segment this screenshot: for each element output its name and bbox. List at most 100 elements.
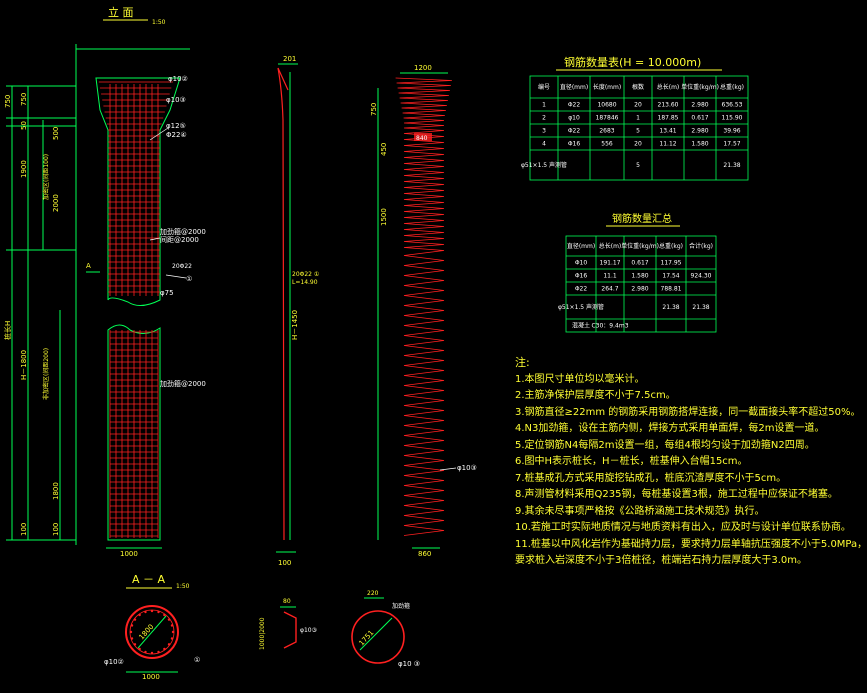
note-1: 1.本图尺寸单位均以毫米计。: [515, 373, 645, 385]
dim-100a: 100: [20, 523, 28, 536]
table-cell: 2.980: [691, 102, 708, 109]
spiral-view: 1200 750 450 1500 840 φ10③ 860: [370, 64, 477, 558]
table-cell: φ10: [568, 115, 580, 122]
callout-top-4: Φ22④: [166, 131, 187, 139]
note-3: 3.钢筋直径≥22mm 的钢筋采用钢筋搭焊连接，同一截面接头率不超过50%。: [515, 406, 861, 418]
note-9: 9.其余未尽事项严格按《公路桥涵施工技术规范》执行。: [515, 505, 765, 517]
ring-label: 加劲箍: [392, 602, 410, 610]
table-cell: 556: [601, 141, 613, 148]
dim-100b: 100: [52, 523, 60, 536]
ring-inner-dim: 1751: [358, 629, 376, 648]
callout-top-1: φ10②: [168, 75, 188, 83]
callout-top-3: φ12⑤: [166, 122, 186, 130]
table-cell: 单位重(kg/m): [621, 242, 659, 250]
table-cell: 20: [634, 102, 642, 109]
note-7: 7.桩基成孔方式采用旋挖钻成孔，桩底沉渣厚度不小于5cm。: [515, 472, 787, 484]
section-title: A － A: [132, 573, 166, 586]
elevation-scale: 1:50: [152, 19, 166, 26]
table-cell: 20: [634, 141, 642, 148]
table-cell: 合计(kg): [689, 242, 713, 250]
table-cell: 总重(kg): [659, 242, 683, 250]
table-cell: 长度(mm): [593, 83, 621, 91]
dim-750b: 750: [20, 93, 28, 106]
table-cell: C30：9.4m3: [591, 323, 628, 330]
rebar-table: 钢筋数量表(H = 10.000m) 编号 直径(mm) 长度(mm) 根数 总长(m)…: [521, 55, 749, 181]
table-cell: 117.95: [661, 260, 682, 267]
table-cell: 5: [636, 162, 640, 169]
table-cell: Φ10: [575, 260, 588, 267]
table-cell: 11.12: [659, 141, 676, 148]
annotation-75: φ75: [160, 289, 174, 297]
table-cell: 264.7: [601, 286, 618, 293]
table-cell: 总长(m): [599, 242, 622, 250]
table-cell: 10680: [597, 102, 616, 109]
bar1-bottom-dim: 100: [278, 559, 291, 567]
ring-top-dim: 220: [367, 590, 379, 597]
table-cell: 根数: [632, 83, 644, 91]
note-12: 要求桩入岩深度不小于3倍桩径，桩端岩石持力层厚度大于3.0m。: [515, 555, 808, 566]
spiral-d2: 450: [380, 143, 388, 156]
table-cell: 1: [542, 102, 546, 109]
table-cell: 21.38: [723, 162, 740, 169]
table-cell: Φ22: [575, 286, 588, 293]
section-callout-2: ①: [194, 656, 200, 664]
table-cell: 4: [542, 141, 546, 148]
small-top-dim: 80: [283, 598, 291, 605]
callout-lower: 加劲箍@2000: [160, 379, 206, 388]
callout-20d22: 20Φ22: [172, 263, 192, 270]
small-side-dim: 1000|2000: [259, 617, 266, 650]
marker-one: ①: [186, 275, 192, 283]
callout-mid-1: 加劲箍@2000: [160, 227, 206, 236]
summary-table: 钢筋数量汇总 直径(mm)总长(m)单位重(kg/m)总重(kg)合计(kg)Φ…: [558, 212, 717, 333]
table-cell: 总重(kg): [720, 83, 744, 91]
table-cell: 单位重(kg/m): [681, 83, 719, 91]
table-cell: 39.96: [723, 128, 740, 135]
dim-50: 50: [20, 121, 28, 130]
section-a-a: A － A 1:50 1800 1000 φ10② ① 80 φ10③ 1000…: [104, 573, 420, 681]
elevation-title: 立 面: [108, 5, 134, 19]
table-cell: 1.580: [631, 273, 648, 280]
table-cell: 924.30: [691, 273, 712, 280]
table-cell: 187846: [596, 115, 619, 122]
table-cell: 总长(m): [657, 83, 680, 91]
spiral-bottom-dim: 860: [418, 550, 431, 558]
note-5: 5.定位钢筋N4每隔2m设置一组，每组4根均匀设于加劲箍N2四周。: [515, 439, 815, 451]
rebar-cage-bottom: [109, 330, 159, 538]
cad-drawing: 立 面 1:50 750 750 50 1900 500 2000 H－1800…: [3, 5, 749, 681]
svg-text:桩长H: 桩长H: [3, 321, 12, 340]
table-main-title: 钢筋数量表(H = 10.000m): [564, 55, 701, 69]
left-dimension-chain: [6, 85, 76, 541]
dim-2000: 2000: [52, 194, 60, 212]
bar1-mid: H－1450: [291, 310, 299, 340]
table-cell: 213.60: [658, 102, 679, 109]
elevation-bottom-dim: 1000: [120, 550, 138, 558]
spiral-d1: 750: [370, 103, 378, 116]
table-cell: 187.85: [658, 115, 679, 122]
notes-panel: 注: 1.本图尺寸单位均以毫米计。 2.主筋净保护层厚度不小于7.5cm。 3.…: [515, 355, 867, 570]
section-width-dim: 1000: [142, 673, 160, 681]
table-cell: 0.617: [631, 260, 648, 267]
table-cell: 2: [542, 115, 546, 122]
section-callout-1: φ10②: [104, 658, 124, 666]
dim-500: 500: [52, 127, 60, 140]
callout-mid-2: 间距@2000: [160, 236, 199, 244]
table-cell: 编号: [538, 83, 550, 91]
small-label: φ10③: [300, 627, 317, 634]
table-cell: 直径(mm): [560, 83, 588, 91]
table-cell: 2.980: [691, 128, 708, 135]
dim-750: 750: [4, 95, 12, 108]
table-cell: 11.1: [603, 273, 617, 280]
table-cell: 17.57: [723, 141, 740, 148]
table-cell: Φ16: [575, 273, 588, 280]
table-summary-title: 钢筋数量汇总: [612, 212, 672, 225]
table-cell: Φ16: [568, 141, 581, 148]
bar1-callout2: L=14.90: [292, 279, 318, 286]
note-10: 10.若施工时实际地质情况与地质资料有出入，应及时与设计单位联系协商。: [515, 522, 851, 533]
bar-one-view: 201 H－1450 20Φ22 ① L=14.90 100: [276, 55, 319, 567]
bar1-callout: 20Φ22 ①: [292, 271, 319, 278]
table-cell: 17.54: [662, 273, 679, 280]
table-cell: 3: [542, 128, 546, 135]
text-sparse-zone: 非加密区(间距200): [42, 348, 50, 400]
note-4: 4.N3加劲箍，设在主筋内侧，焊接方式采用单面焊，每2m设置一道。: [515, 423, 825, 434]
table-cell: φ51×1.5 声测管: [521, 161, 567, 169]
